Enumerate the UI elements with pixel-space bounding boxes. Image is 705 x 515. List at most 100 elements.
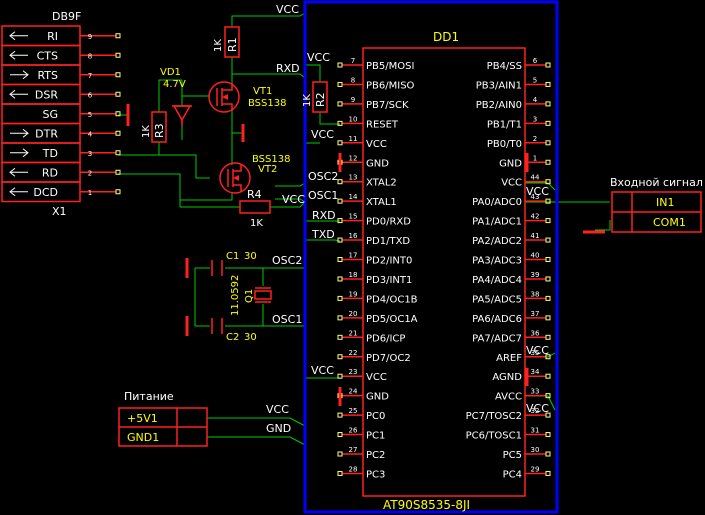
r3-ref: R3 bbox=[153, 123, 166, 138]
chip-pin-number: 21 bbox=[349, 329, 358, 337]
vt2-part: BSS138 bbox=[252, 154, 290, 165]
q1-value: 11.0592 bbox=[230, 275, 241, 316]
r1-ref: R1 bbox=[226, 37, 239, 52]
chip-pin-name: PB3/AIN1 bbox=[476, 80, 522, 91]
db9-pin-label: SG bbox=[42, 108, 58, 121]
db9-pin-label: CTS bbox=[37, 49, 58, 62]
chip-pin-number: 43 bbox=[531, 193, 540, 201]
vd1-ref: VD1 bbox=[160, 67, 181, 78]
chip-pin-name: PC4 bbox=[503, 469, 522, 480]
net-vcc-r1: VCC bbox=[276, 3, 299, 16]
chip-pin-name: GND bbox=[499, 158, 522, 169]
crystal-q1: 11.0592 Q1 bbox=[230, 275, 272, 316]
connector-name: DB9F bbox=[52, 10, 81, 23]
r3-value: 1K bbox=[141, 125, 152, 138]
chip-pin-number: 25 bbox=[349, 407, 358, 415]
chip-pin-number: 3 bbox=[533, 115, 537, 123]
chip-pin-number: 5 bbox=[533, 76, 537, 84]
chip-pin-name: PA0/ADC0 bbox=[472, 197, 522, 208]
chip-pin-number: 40 bbox=[531, 252, 540, 260]
capacitor-c2: C2 30 bbox=[211, 318, 257, 343]
chip-pin-name: PA1/ADC1 bbox=[472, 217, 522, 228]
resistor-r3: R3 1K bbox=[141, 111, 167, 143]
chip-pin-name: PD3/INT1 bbox=[366, 275, 412, 286]
r2-value: 1K bbox=[302, 94, 313, 107]
r4-ref: R4 bbox=[247, 188, 262, 201]
chip-body bbox=[362, 47, 526, 497]
chip-pin-number: 4 bbox=[533, 96, 538, 104]
input-pin1: IN1 bbox=[656, 196, 674, 209]
db9-pin-label: DSR bbox=[35, 88, 58, 101]
chip-pin-number: 15 bbox=[349, 213, 358, 221]
chip-pin-number: 30 bbox=[531, 446, 540, 454]
c2-ref: C2 bbox=[226, 332, 239, 343]
chip-pin-number: 19 bbox=[349, 290, 358, 298]
r2-ref: R2 bbox=[314, 92, 327, 107]
ground-stubs bbox=[126, 104, 605, 406]
chip-pin-name: PD2/INT0 bbox=[366, 256, 412, 267]
net-vcc-pin44: VCC bbox=[526, 185, 549, 198]
net-vcc-r2: VCC bbox=[307, 51, 330, 64]
chip-pin-name: AVCC bbox=[495, 392, 522, 403]
net-vcc-pin33: VCC bbox=[526, 402, 549, 415]
net-vcc-r4: VCC bbox=[282, 193, 305, 206]
chip-pin-number: 13 bbox=[349, 174, 358, 182]
chip-pin-name: PC2 bbox=[366, 450, 385, 461]
chip-pin-name: XTAL2 bbox=[366, 178, 397, 189]
net-vcc-pin35: VCC bbox=[526, 344, 549, 357]
db9-pin-number: 9 bbox=[88, 33, 92, 41]
chip-bus-frame bbox=[303, 0, 559, 514]
wires-layer bbox=[118, 12, 611, 446]
chip-pin-number: 44 bbox=[531, 174, 540, 182]
chip-pin-number: 34 bbox=[531, 368, 540, 376]
net-osc2-pin13: OSC2 bbox=[308, 170, 338, 183]
zener-vd1: VD1 4.7V bbox=[160, 67, 192, 126]
chip-right-pins: 6PB4/SS5PB3/AIN14PB2/AIN03PB1/T12PB0/T01… bbox=[466, 57, 551, 480]
input-signal-block: Входной сигнал IN1 COM1 bbox=[610, 176, 703, 233]
chip-pin-name: PD1/TXD bbox=[366, 236, 410, 247]
chip-pin-number: 16 bbox=[349, 232, 358, 240]
net-rxd-vt1: RXD bbox=[276, 62, 300, 75]
chip-pin-name: PA2/ADC2 bbox=[472, 236, 522, 247]
chip-pin-number: 7 bbox=[351, 57, 355, 65]
power-block: Питание +5V1 GND1 bbox=[118, 390, 208, 447]
chip-pin-name: RESET bbox=[366, 119, 399, 130]
chip-pin-number: 17 bbox=[349, 252, 358, 260]
chip-pin-number: 14 bbox=[349, 193, 358, 201]
chip-pin-number: 9 bbox=[351, 96, 355, 104]
input-block-title: Входной сигнал bbox=[610, 176, 703, 189]
